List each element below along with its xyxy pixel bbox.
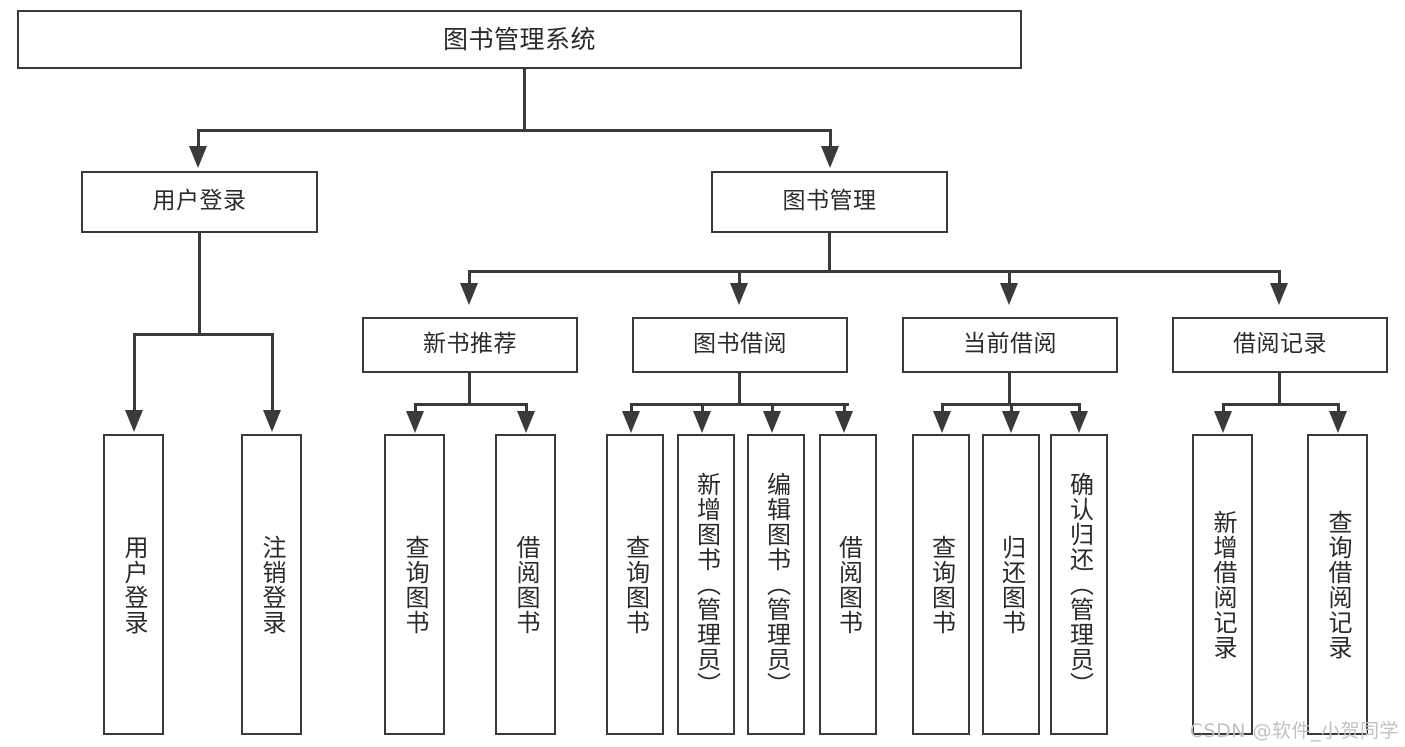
- node-label: 归还图书: [997, 534, 1026, 635]
- arrow-to-book-borrow: [730, 283, 748, 305]
- arrow-to-leaf-cb-query: [933, 411, 951, 433]
- arrow-to-leaf-bb-borrow: [835, 411, 853, 433]
- node-label: 注销登录: [257, 534, 286, 635]
- arrow-to-leaf-nbr-borrow: [517, 411, 535, 433]
- edge-nbr-bus: [414, 403, 528, 406]
- node-new-book-recommend[interactable]: 新书推荐: [362, 317, 578, 373]
- arrow-to-book-management: [821, 146, 839, 168]
- arrow-to-leaf-bb-query: [622, 411, 640, 433]
- node-label: 当前借阅: [963, 331, 1057, 358]
- node-label: 新书推荐: [423, 331, 517, 358]
- leaf-query-book-recommend[interactable]: 查询图书: [384, 434, 445, 735]
- edge-root-bus: [197, 129, 832, 132]
- node-borrow-records[interactable]: 借阅记录: [1172, 317, 1388, 373]
- edge-root-drop-left: [197, 129, 200, 149]
- leaf-confirm-return-admin[interactable]: 确认归还（管理员）: [1050, 434, 1108, 735]
- arrow-to-leaf-br-query: [1329, 411, 1347, 433]
- edge-br-stem: [1278, 373, 1281, 406]
- arrow-to-leaf-br-add: [1214, 411, 1232, 433]
- edge-user-login-stem: [198, 233, 201, 335]
- arrow-to-leaf-nbr-query: [406, 411, 424, 433]
- leaf-borrow-book[interactable]: 借阅图书: [819, 434, 877, 735]
- edge-bm-drop-1: [468, 270, 471, 286]
- edge-bb-drop-4: [843, 403, 846, 417]
- leaf-query-book-borrow[interactable]: 查询图书: [606, 434, 664, 735]
- edge-br-drop-1: [1222, 403, 1225, 417]
- node-current-borrow[interactable]: 当前借阅: [902, 317, 1118, 373]
- node-label: 新增图书（管理员）: [692, 472, 721, 697]
- leaf-return-book[interactable]: 归还图书: [982, 434, 1040, 735]
- arrow-to-new-book-recommend: [460, 283, 478, 305]
- csdn-watermark: CSDN @软件_小贺同学: [1189, 720, 1399, 742]
- edge-book-management-stem: [828, 233, 831, 273]
- node-label: 查询借阅记录: [1323, 509, 1352, 660]
- arrow-to-current-borrow: [1000, 283, 1018, 305]
- node-label: 用户登录: [152, 188, 247, 215]
- node-label: 借阅图书: [834, 534, 863, 635]
- node-label: 用户登录: [119, 534, 148, 635]
- node-root-book-management-system[interactable]: 图书管理系统: [17, 10, 1022, 69]
- arrow-to-user-login: [189, 146, 207, 168]
- edge-user-login-drop-2: [271, 333, 274, 415]
- edge-root-stem: [523, 69, 526, 131]
- node-label: 图书管理: [782, 188, 877, 215]
- edge-nbr-stem: [468, 373, 471, 406]
- edge-bm-drop-4: [1278, 270, 1281, 286]
- node-label: 图书借阅: [693, 331, 787, 358]
- leaf-edit-book-admin[interactable]: 编辑图书（管理员）: [747, 434, 805, 735]
- arrow-to-leaf-bb-edit: [763, 411, 781, 433]
- node-label: 编辑图书（管理员）: [762, 472, 791, 697]
- edge-bm-drop-3: [1008, 270, 1011, 286]
- leaf-add-book-admin[interactable]: 新增图书（管理员）: [677, 434, 735, 735]
- edge-nbr-drop-2: [525, 403, 528, 417]
- edge-cb-stem: [1008, 373, 1011, 406]
- node-label: 借阅图书: [511, 534, 540, 635]
- leaf-logout[interactable]: 注销登录: [241, 434, 302, 735]
- edge-cb-drop-1: [941, 403, 944, 417]
- arrow-to-leaf-bb-add: [693, 411, 711, 433]
- leaf-query-borrow-record[interactable]: 查询借阅记录: [1307, 434, 1368, 735]
- arrow-to-leaf-cb-confirm: [1070, 411, 1088, 433]
- node-label: 确认归还（管理员）: [1065, 472, 1094, 697]
- leaf-query-book-current[interactable]: 查询图书: [912, 434, 970, 735]
- leaf-borrow-book-recommend[interactable]: 借阅图书: [495, 434, 556, 735]
- edge-bb-stem: [738, 373, 741, 406]
- node-label: 借阅记录: [1233, 331, 1327, 358]
- edge-user-login-drop-1: [133, 333, 136, 415]
- node-book-management[interactable]: 图书管理: [711, 171, 948, 233]
- edge-root-drop-right: [829, 129, 832, 149]
- arrow-to-leaf-logout: [263, 410, 281, 432]
- node-book-borrow[interactable]: 图书借阅: [632, 317, 848, 373]
- edge-bb-bus: [630, 403, 849, 406]
- edge-cb-drop-3: [1078, 403, 1081, 417]
- edge-br-drop-2: [1337, 403, 1340, 417]
- node-user-login[interactable]: 用户登录: [81, 171, 318, 233]
- edge-bm-drop-2: [738, 270, 741, 286]
- edge-bb-drop-3: [771, 403, 774, 417]
- edge-br-bus: [1222, 403, 1340, 406]
- edge-nbr-drop-1: [414, 403, 417, 417]
- edge-cb-drop-2: [1010, 403, 1013, 417]
- arrow-to-leaf-user-login: [125, 410, 143, 432]
- edge-bb-drop-2: [701, 403, 704, 417]
- node-label: 查询图书: [400, 534, 429, 635]
- node-label: 查询图书: [621, 534, 650, 635]
- arrow-to-borrow-records: [1270, 283, 1288, 305]
- node-label: 查询图书: [927, 534, 956, 635]
- edge-user-login-bus: [133, 333, 273, 336]
- leaf-add-borrow-record[interactable]: 新增借阅记录: [1192, 434, 1253, 735]
- leaf-user-login[interactable]: 用户登录: [103, 434, 164, 735]
- node-label: 新增借阅记录: [1208, 509, 1237, 660]
- node-label: 图书管理系统: [442, 24, 596, 54]
- edge-book-management-bus: [468, 270, 1280, 273]
- edge-bb-drop-1: [630, 403, 633, 417]
- arrow-to-leaf-cb-return: [1002, 411, 1020, 433]
